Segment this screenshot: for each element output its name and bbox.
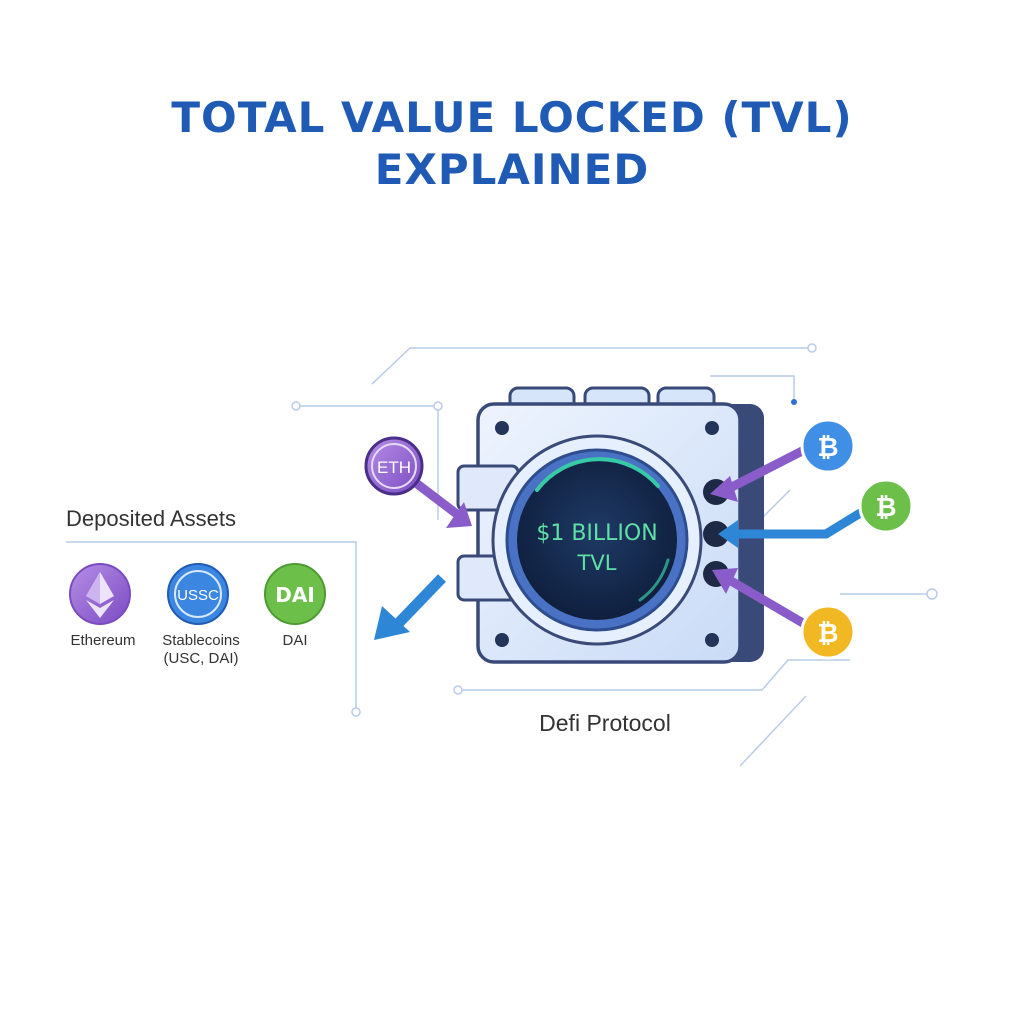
vault-screen-arc	[638, 558, 670, 602]
circuit-node	[926, 588, 938, 600]
eth-inflow-arrow	[409, 476, 465, 522]
eth-token-label: ETH	[377, 458, 411, 477]
btc-gold-inflow-arrowhead	[712, 568, 738, 594]
page-title: TOTAL VALUE LOCKED (TVL) EXPLAINED	[0, 92, 1024, 196]
circuit-node	[433, 401, 443, 411]
legend-caption-stablecoins-line-1: Stablecoins	[162, 632, 240, 649]
vault-screen	[517, 460, 677, 620]
vault: $1 BILLION TVL	[456, 386, 764, 664]
outflow-arrow	[374, 574, 446, 640]
circuit-line	[462, 659, 850, 691]
dai-badge-text: DAI	[275, 583, 315, 607]
btc-top-inflow-arrow	[723, 443, 811, 495]
bitcoin-token-gold: ₿	[800, 604, 856, 660]
btc-gold-inflow-arrow	[723, 574, 811, 630]
bitcoin-icon: ₿	[817, 433, 838, 463]
outflow-arrowhead	[374, 606, 410, 640]
protocol-label: Defi Protocol	[539, 710, 671, 736]
eth-inflow-arrowhead	[446, 502, 472, 528]
legend-caption-dai: DAI	[282, 632, 308, 649]
outflow-arrow-shaft	[388, 574, 446, 634]
circuit-node	[807, 343, 817, 353]
inflow-arrows	[409, 443, 865, 630]
legend-caption-stablecoins: Stablecoins (USC, DAI)	[150, 632, 252, 668]
circuit-node	[453, 685, 463, 695]
legend-heading: Deposited Assets	[66, 506, 236, 531]
vault-bolt	[495, 633, 509, 647]
usdc-icon: USSC	[167, 563, 229, 625]
vault-port	[703, 521, 729, 547]
bitcoin-icon: ₿	[817, 619, 838, 649]
circuit-line	[371, 347, 808, 385]
title-line-1: TOTAL VALUE LOCKED (TVL)	[171, 93, 853, 142]
bitcoin-icon: ₿	[875, 493, 896, 523]
btc-green-inflow-arrow	[734, 508, 865, 539]
ethereum-icon	[69, 563, 131, 625]
dai-icon: DAI	[264, 563, 326, 625]
vault-bolt	[495, 421, 509, 435]
usdc-badge-text: USSC	[177, 587, 219, 604]
circuit-lines	[66, 343, 938, 767]
circuit-line	[66, 541, 357, 708]
eth-token: ETH	[364, 436, 424, 496]
vault-screen-arc	[535, 457, 660, 492]
circuit-node	[351, 707, 361, 717]
circuit-line	[739, 695, 807, 767]
circuit-node	[791, 399, 797, 405]
title-line-2: EXPLAINED	[374, 145, 650, 194]
legend-caption-stablecoins-line-2: (USC, DAI)	[163, 650, 239, 667]
tvl-unit: TVL	[577, 551, 617, 575]
btc-green-inflow-arrowhead	[718, 520, 738, 548]
btc-top-inflow-arrowhead	[710, 476, 738, 502]
bitcoin-token-blue: ₿	[800, 418, 856, 474]
circuit-line	[759, 489, 791, 521]
tvl-value: $1 BILLION	[536, 521, 657, 546]
circuit-node	[291, 401, 301, 411]
vault-bolt	[705, 633, 719, 647]
bitcoin-token-green: ₿	[858, 478, 914, 534]
vault-bolt	[705, 421, 719, 435]
legend-caption-ethereum: Ethereum	[70, 632, 136, 649]
circuit-line	[710, 375, 795, 400]
